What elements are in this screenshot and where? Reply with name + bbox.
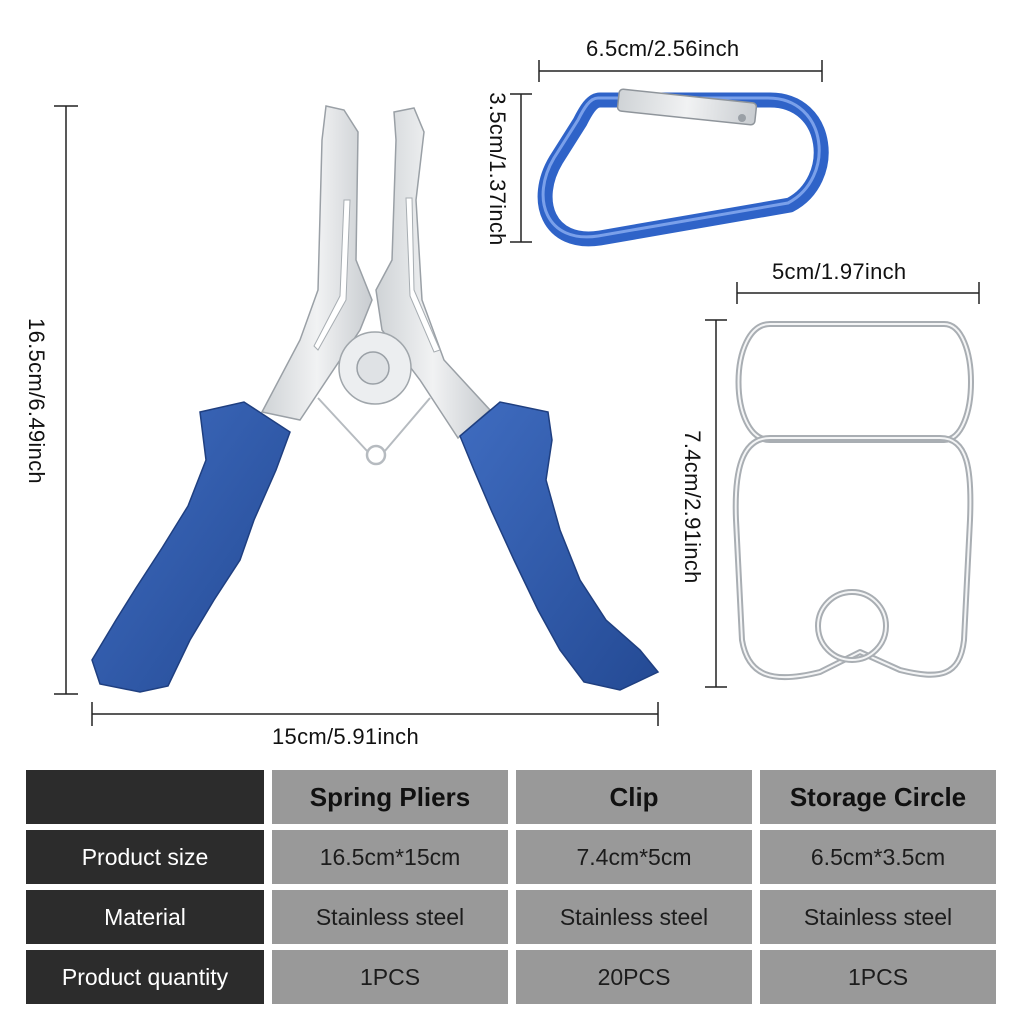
- table-cell: 7.4cm*5cm: [516, 830, 752, 884]
- column-header-spring-pliers: Spring Pliers: [272, 770, 508, 824]
- storage-ring: [732, 321, 974, 681]
- table-cell: 1PCS: [760, 950, 996, 1004]
- table-cell: 16.5cm*15cm: [272, 830, 508, 884]
- pliers-height-dimension-line: [54, 105, 78, 695]
- row-header-product-quantity: Product quantity: [26, 950, 264, 1004]
- table-corner: [26, 770, 264, 824]
- table-cell: Stainless steel: [516, 890, 752, 944]
- carabiner-width-label: 6.5cm/2.56inch: [586, 36, 740, 61]
- carabiner-body: [537, 92, 829, 247]
- product-illustration: [54, 60, 980, 726]
- spring-pliers: [91, 105, 660, 693]
- row-header-material: Material: [26, 890, 264, 944]
- column-header-clip: Clip: [516, 770, 752, 824]
- ring-width-dimension-line: [736, 282, 980, 304]
- pliers-left-slot: [313, 199, 351, 351]
- table-cell: 1PCS: [272, 950, 508, 1004]
- spec-table: Spring Pliers Clip Storage Circle Produc…: [26, 770, 1000, 1004]
- pliers-left-handle: [91, 401, 291, 693]
- ring-height-label: 7.4cm/2.91inch: [680, 430, 705, 584]
- table-cell: Stainless steel: [760, 890, 996, 944]
- pliers-width-label: 15cm/5.91inch: [272, 724, 419, 749]
- table-cell: Stainless steel: [272, 890, 508, 944]
- pliers-right-slot: [405, 197, 441, 353]
- pliers-left-jaw: [260, 105, 373, 421]
- ring-upper-loop: [735, 321, 974, 443]
- column-header-storage-circle: Storage Circle: [760, 770, 996, 824]
- table-cell: 6.5cm*3.5cm: [760, 830, 996, 884]
- ring-width-label: 5cm/1.97inch: [772, 259, 907, 284]
- carabiner-height-dimension-line: [510, 93, 532, 243]
- carabiner: [537, 88, 829, 247]
- pliers-height-label: 16.5cm/6.49inch: [24, 318, 49, 484]
- pliers-right-handle: [459, 401, 660, 691]
- row-header-product-size: Product size: [26, 830, 264, 884]
- carabiner-gate: [616, 88, 758, 126]
- carabiner-width-dimension-line: [538, 60, 823, 82]
- ring-lower-loop: [732, 435, 974, 681]
- pliers-spring: [317, 397, 431, 453]
- ring-height-dimension-line: [705, 319, 727, 688]
- table-cell: 20PCS: [516, 950, 752, 1004]
- pliers-width-dimension-line: [91, 702, 659, 726]
- carabiner-height-label: 3.5cm/1.37inch: [485, 92, 510, 246]
